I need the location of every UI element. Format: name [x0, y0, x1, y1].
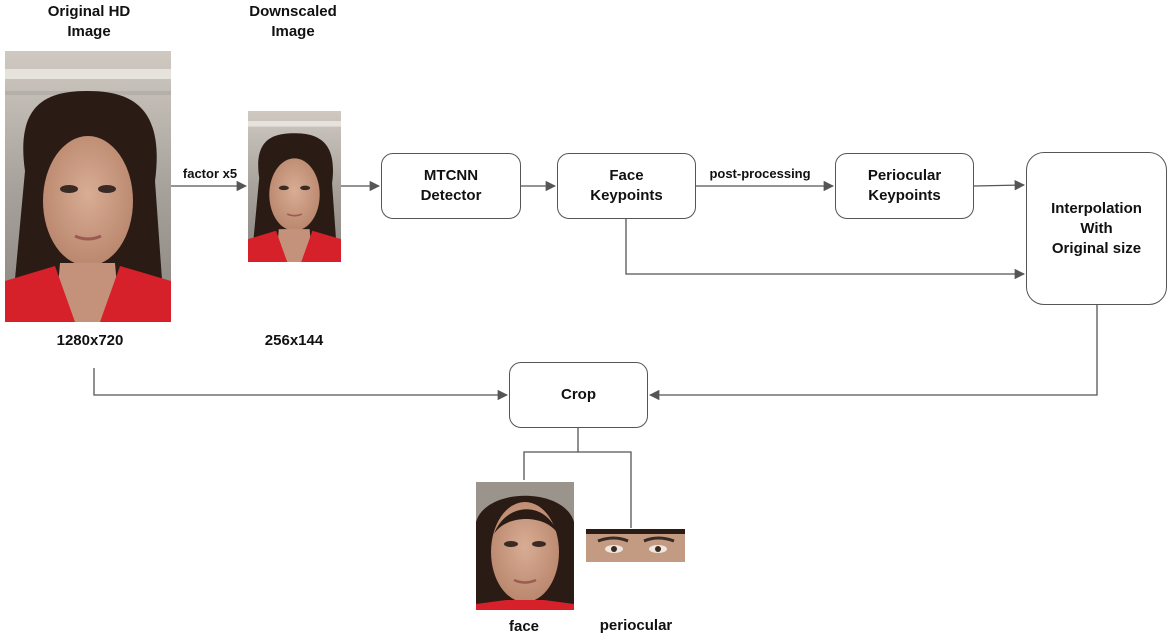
original-image-title: Original HD Image: [47, 3, 131, 40]
portrait-illustration-small: [248, 111, 341, 262]
arrow-periocular-to-interpolation: [973, 179, 1026, 191]
periocular-keypoints-box: Periocular Keypoints: [835, 153, 974, 219]
post-processing-label: post-processing: [709, 166, 811, 181]
crop-branch-right: [578, 451, 632, 528]
face-keypoints-box: Face Keypoints: [557, 153, 696, 219]
original-hd-image: [5, 51, 171, 322]
interpolation-box: Interpolation With Original size: [1026, 152, 1167, 305]
downscaled-image: [248, 111, 341, 262]
face-crop-image: [476, 482, 574, 610]
factor-x5-label: factor x5: [182, 166, 238, 181]
crop-branch-lines: [523, 428, 579, 480]
periocular-label: periocular: [599, 617, 673, 634]
portrait-illustration: [5, 51, 171, 322]
downscaled-size-label: 256x144: [264, 332, 324, 349]
original-size-label: 1280x720: [56, 332, 124, 349]
face-crop-illustration: [476, 482, 574, 610]
downscaled-image-title: Downscaled Image: [249, 3, 337, 40]
periocular-crop-image: [586, 529, 685, 562]
face-label: face: [508, 618, 540, 635]
mtcnn-detector-box: MTCNN Detector: [381, 153, 521, 219]
periocular-crop-illustration: [586, 529, 685, 562]
arrow-interpolation-to-crop: [648, 305, 1098, 401]
arrow-face-keypoints-to-interpolation: [625, 219, 1026, 280]
crop-box: Crop: [509, 362, 648, 428]
arrow-original-to-crop: [93, 368, 509, 401]
